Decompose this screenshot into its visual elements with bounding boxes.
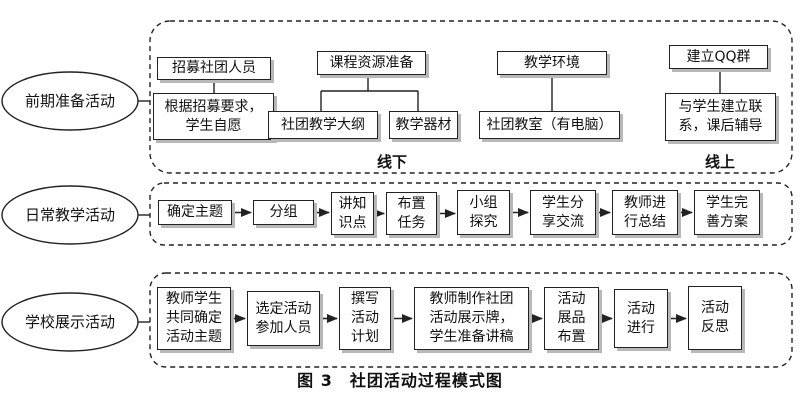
- daily-step: 学生完 善方案: [694, 190, 760, 235]
- daily-arrows: [233, 208, 694, 218]
- show-step: 撰写 活动 计划: [339, 287, 391, 350]
- recruit-detail-box: 根据招募要求， 学生自愿: [153, 93, 274, 140]
- daily-step: 学生分 享交流: [530, 190, 596, 235]
- daily-step: 讲知 识点: [331, 192, 374, 235]
- stage-label-prep: 前期准备活动: [24, 92, 115, 110]
- offline-label: 线下: [377, 153, 408, 171]
- recruit-box: 招募社团人员: [157, 57, 271, 80]
- syllabus-box: 社团教学大纲: [268, 111, 378, 139]
- equipment-box: 教学器材: [389, 111, 458, 139]
- show-step: 教师制作社团 活动展示牌， 学生准备讲稿: [414, 287, 529, 350]
- daily-step: 确定主题: [158, 200, 232, 225]
- daily-step: 分组: [253, 200, 314, 225]
- daily-step: 小组 探究: [457, 190, 510, 235]
- show-step: 教师学生 共同确定 活动主题: [157, 287, 231, 350]
- daily-step: 布置 任务: [386, 192, 437, 235]
- show-step: 选定活动 参加人员: [247, 291, 320, 346]
- prep-container: [149, 20, 793, 174]
- qq-detail-box: 与学生建立联 系，课后辅导: [665, 93, 776, 141]
- stage-label-show: 学校展示活动: [24, 313, 115, 331]
- environment-box: 教学环境: [497, 51, 607, 75]
- show-container: [149, 272, 793, 368]
- online-label: 线上: [705, 153, 736, 171]
- course-box: 课程资源准备: [317, 51, 426, 75]
- daily-container: [149, 182, 793, 246]
- daily-step: 教师进 行总结: [612, 190, 678, 235]
- show-step: 活动 进行: [614, 289, 668, 348]
- stage-label-daily: 日常教学活动: [24, 206, 115, 224]
- figure-caption: 图 3 社团活动过程模式图: [297, 371, 503, 390]
- show-step: 活动 反思: [688, 286, 742, 350]
- qq-group-box: 建立QQ群: [669, 45, 768, 69]
- classroom-box: 社团教室（有电脑）: [479, 111, 620, 139]
- show-step: 活动 展品 布置: [544, 287, 599, 350]
